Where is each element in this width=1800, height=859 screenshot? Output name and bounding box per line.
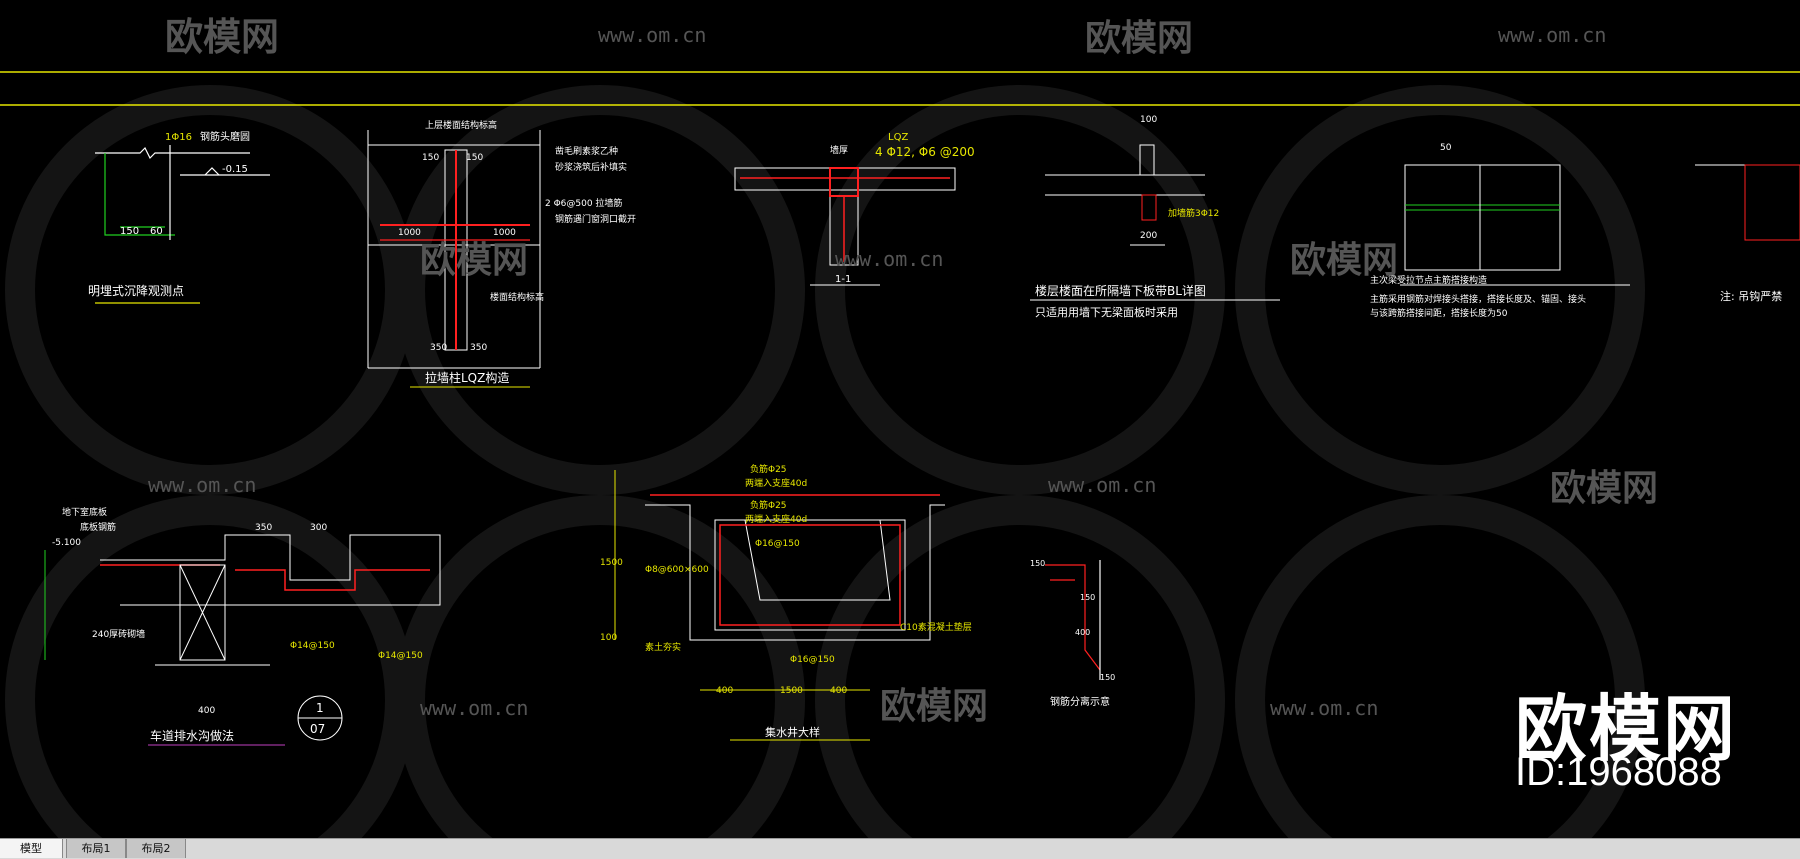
obs-dim-b: 60 [150,226,163,237]
lqz-plan-wall: 墙厚 [830,144,848,156]
sump-r4: 两端入支座40d [745,513,807,525]
sep-dim-4: 150 [1100,673,1115,682]
layout-tab-bar: 模型 布局1 布局2 [0,838,1800,859]
lqz-dim-350a: 350 [430,343,447,353]
hook-note: 注: 吊钩严禁 [1720,289,1782,303]
lqz-note4: 楼面结构标高 [490,291,544,303]
trench-ref-top: 1 [316,701,324,715]
drawing-trench-drain[interactable] [44,534,441,746]
slab-dim-100: 100 [1140,115,1157,125]
sump-r6: Φ8@600×600 [645,565,709,575]
sump-dim-v1500: 1500 [600,558,623,568]
sep-dim-1: 150 [1030,559,1045,568]
watermark-big-logo: 欧模网 [1515,687,1738,771]
sump-r1: 负筋Φ25 [750,463,787,475]
obs-rebar-note: 钢筋头磨圆 [200,130,250,143]
drawing-beam-splice[interactable] [1400,164,1630,286]
tab-layout1[interactable]: 布局1 [66,839,126,858]
drawing-lqz-plan[interactable] [734,167,956,286]
sep-dim-3: 400 [1075,628,1090,637]
trench-dim-400: 400 [198,706,215,716]
lqz-title: 拉墙柱LQZ构造 [425,370,509,385]
lqz-plan-section: 1-1 [835,274,851,285]
lqz-dim-1000a: 1000 [398,228,421,238]
sump-r5: Φ16@150 [755,539,800,549]
lqz-dim-150b: 150 [466,153,483,163]
drawing-sump-pit[interactable] [614,470,945,741]
lqz-note2: 砂浆浇筑后补填实 [555,161,627,173]
lqz-dim-150a: 150 [422,153,439,163]
obs-rebar-label: 1Φ16 [165,132,192,143]
trench-dim-350: 350 [255,523,272,533]
drawing-observation-point[interactable] [95,145,270,304]
lqz-top-note: 上层楼面结构标高 [425,119,497,131]
obs-title: 明埋式沉降观测点 [88,284,184,298]
lqz-rebar: 2 Φ6@500 拉墙筋 [545,197,622,209]
splice-title: 主次梁受拉节点主筋搭接构造 [1370,274,1487,286]
trench-dim-300: 300 [310,523,327,533]
drawing-slab-band[interactable] [1030,144,1280,301]
sump-dim-1500: 1500 [780,686,803,696]
slab-dim-200: 200 [1140,231,1157,241]
sump-r9: 素土夯实 [645,641,681,653]
splice-dim-top: 50 [1440,143,1452,153]
sump-title: 集水井大样 [765,725,820,739]
watermark-logo-1: 欧模网 [165,15,279,59]
drawing-lqz-section[interactable] [367,130,541,388]
trench-rebar2: Φ14@150 [378,651,423,661]
trench-rebar1: Φ14@150 [290,641,335,651]
watermark-url-1: www.om.cn [598,23,706,47]
sep-dim-2: 150 [1080,593,1095,602]
trench-label1: 地下室底板 [62,506,107,518]
trench-wall-note: 240厚砖砌墙 [92,628,145,640]
splice-note1: 主筋采用钢筋对焊接头搭接，搭接长度及、锚固、接头 [1370,293,1586,305]
watermark-logo-3: 欧模网 [420,240,528,281]
lqz-dim-1000b: 1000 [493,228,516,238]
sump-dim-100: 100 [600,633,617,643]
sump-r8: C10素混凝土垫层 [900,621,972,633]
lqz-note3: 钢筋遇门窗洞口截开 [555,213,636,225]
watermark-url-3: www.om.cn [835,247,943,271]
watermark-logo-6: 欧模网 [880,686,988,727]
slab-note: 加墙筋3Φ12 [1168,207,1219,219]
trench-ref-bot: 07 [310,722,325,736]
watermark-url-5: www.om.cn [1048,473,1156,497]
sump-r2: 两端入支座40d [745,477,807,489]
watermark-url-7: www.om.cn [1270,696,1378,720]
tab-model[interactable]: 模型 [0,839,63,858]
trench-label2: 底板钢筋 [80,521,116,533]
watermark-id-text: ID:1968088 [1515,750,1722,794]
sep-title: 钢筋分离示意 [1050,695,1110,708]
slab-subtitle: 只适用用墙下无梁面板时采用 [1035,305,1178,319]
tab-layout2[interactable]: 布局2 [126,839,186,858]
sump-r7: Φ16@150 [790,655,835,665]
watermark-logo-4: 欧模网 [1290,240,1398,281]
lqz-dim-350b: 350 [470,343,487,353]
lqz-plan-label: LQZ [888,132,908,143]
lqz-plan-rebar: 4 Φ12, Φ6 @200 [875,145,975,159]
watermark-url-6: www.om.cn [420,696,528,720]
watermark-url-2: www.om.cn [1498,23,1606,47]
sump-dim-400a: 400 [716,686,733,696]
obs-elev: -0.15 [222,164,248,175]
watermark-layer: 欧模网 www.om.cn 欧模网 www.om.cn 欧模网 www.om.c… [148,15,1658,727]
drawing-hook-partial[interactable] [1695,164,1800,241]
obs-dim-a: 150 [120,226,139,237]
trench-elev: -5.100 [52,538,81,548]
splice-note2: 与该跨筋搭接间距，搭接长度为50 [1370,307,1508,319]
sump-r3: 负筋Φ25 [750,499,787,511]
sump-dim-400b: 400 [830,686,847,696]
watermark-logo-5: 欧模网 [1550,468,1658,509]
watermark-logo-2: 欧模网 [1085,18,1193,59]
slab-title: 楼层楼面在所隔墙下板带BL详图 [1035,283,1206,298]
watermark-url-4: www.om.cn [148,473,256,497]
cad-model-space[interactable]: 1Φ16 钢筋头磨圆 -0.15 150 60 明埋式沉降观测点 上层楼面结构标… [0,0,1800,838]
lqz-note1: 凿毛刷素浆乙种 [555,145,618,157]
trench-title: 车道排水沟做法 [150,728,234,743]
drawing-rebar-separation[interactable] [1045,560,1101,680]
